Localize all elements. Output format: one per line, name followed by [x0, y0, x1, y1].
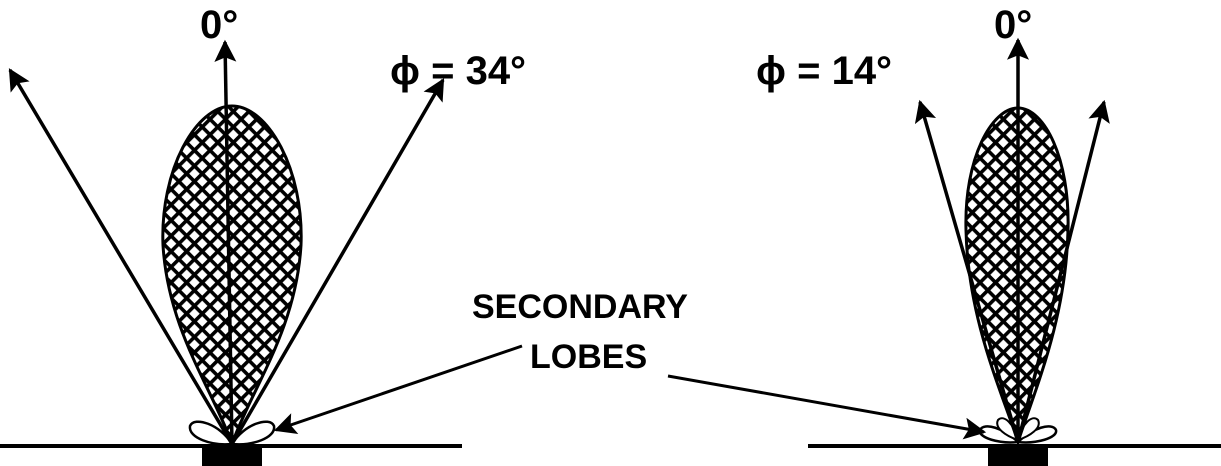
- annotation-leader-right: [667, 374, 987, 440]
- left-angle-label: ϕ = 34°: [390, 49, 526, 93]
- annotation-leader-left: [273, 344, 523, 435]
- annotation-line-1: SECONDARY: [472, 288, 688, 326]
- right-antenna-base: [988, 446, 1048, 466]
- left-zero-arrow: [214, 39, 237, 445]
- right-radiation-pattern: 0° ϕ = 14°: [756, 3, 1221, 466]
- left-radiation-pattern: 0° ϕ = 34°: [0, 3, 526, 466]
- right-zero-label: 0°: [994, 3, 1032, 47]
- annotation-line-2: LOBES: [530, 338, 647, 376]
- right-angle-label: ϕ = 14°: [756, 49, 892, 93]
- right-phi-arrow-left: [914, 99, 1020, 443]
- left-secondary-lobe-left: [188, 420, 235, 446]
- secondary-lobes-annotation: SECONDARY LOBES: [273, 288, 987, 440]
- left-main-lobe: [161, 104, 303, 449]
- right-phi-arrow-right: [1016, 99, 1110, 443]
- left-antenna-base: [202, 446, 262, 466]
- left-phi-arrow: [230, 78, 445, 445]
- left-outer-arrow: [8, 68, 234, 445]
- left-zero-label: 0°: [200, 3, 238, 47]
